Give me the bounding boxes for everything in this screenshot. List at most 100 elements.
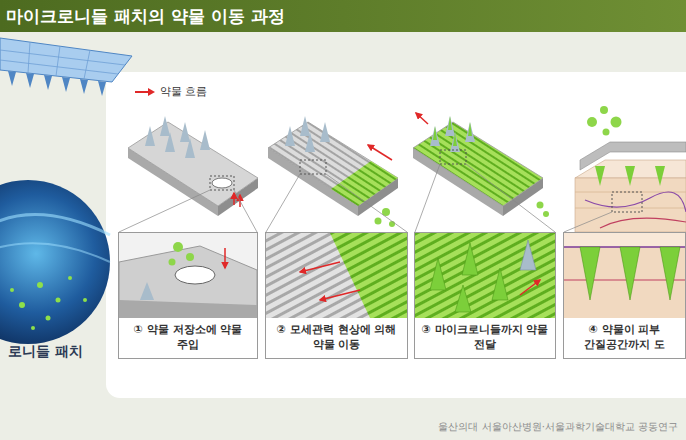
slab-step-2-part [375,218,382,225]
skin-step-4-part [603,129,610,136]
slab-step-3-part [445,116,455,136]
zoom-step-1 [119,233,257,318]
zoom-step-1-part [140,282,154,300]
slab-step-1-part [145,126,155,146]
step-box: ④ 약물이 피부 간질공간까지 도 [563,232,686,359]
slab-step-2-part [331,161,398,206]
step-box: ② 모세관력 현상에 의해 약물 이동 [265,232,408,359]
patch-illustration-part [56,46,60,76]
zoom-step-4-part [660,247,680,300]
zoom-step-2-part [330,233,407,318]
patch-illustration-part [26,73,34,88]
slab-step-2-part [389,221,395,227]
slab-step-2-part [300,116,310,136]
slab-step-3-part [450,132,460,152]
slab-step-2 [266,116,407,232]
zoom-step-2-part [320,290,360,300]
legend-text: 약물 흐름 [160,84,208,99]
slab-step-2-part [285,126,295,146]
slab-step-1-part [119,190,210,232]
slab-step-3-part [466,164,555,232]
skin-step-4-part [575,208,686,209]
skin-step-4-part [587,117,597,127]
skin-step-4-part [600,106,608,114]
slab-step-1-part [212,178,232,188]
slab-step-3-part [413,122,543,206]
zoom-step-3-part [520,280,540,295]
art-part-part [0,215,110,235]
legend-item: 약물 흐름 [134,84,208,99]
zoom-step-1-part [119,300,257,318]
slab-step-3-part [543,211,549,217]
skin-step-4-part [564,212,612,232]
skin-step-4-part [580,142,686,170]
slab-step-1-part [210,176,234,190]
figure-label: 로니들 패치 [8,343,83,361]
art-part [0,180,110,344]
zoom-step-4-part [580,247,600,300]
patch-illustration-part [28,42,30,73]
zoom-step-1-part [119,233,257,318]
zoom-step-3 [415,233,555,318]
zoom-step-3-part [430,258,446,290]
step-caption: ③ 마이크로니들까지 약물 전달 [415,319,555,358]
art-part-part [19,302,25,308]
legend-arrow [134,87,156,97]
slab-step-2-part [305,132,315,152]
skin-step-4-part [612,192,642,212]
slab-step-3-part [537,202,544,209]
slab-step-1-part [200,130,210,150]
patch-illustration-part [98,81,106,96]
background-part [0,0,686,32]
patch-illustration-part [0,60,118,74]
slab-step-3-part [468,122,472,136]
slab-step-3-part [448,116,452,130]
zoom-step-1-part [119,246,257,318]
legend-arrow-head [148,88,155,96]
slab-step-1 [119,116,258,232]
art-part-part [10,288,14,292]
slab-step-1-part [160,116,170,136]
zoom-step-2-part [300,262,340,272]
patch-illustration-part [0,38,132,82]
patch-illustration [0,38,132,344]
art-part-part [0,180,110,344]
step-caption: ① 약물 저장소에 약물 주입 [119,319,257,358]
skin-step-4-part [625,166,635,186]
zoom-step-2-part [266,233,407,318]
slab-step-2-part [300,160,326,174]
patch-illustration-part [44,75,52,90]
title-text: 마이크로니들 패치의 약물 이동 과정 [6,0,285,32]
art-part-part [31,326,35,330]
slab-step-2-part [266,174,300,232]
zoom-step-1-part [169,259,176,266]
skin-step-4-part [600,218,686,228]
step-box: ① 약물 저장소에 약물 주입 [118,232,258,359]
art-part-part [56,298,61,303]
slab-step-3-part [433,126,437,140]
slab-step-3-part [465,122,475,142]
slab-step-3-part [415,164,440,232]
zoom-step-1-part [175,266,215,284]
step-box: ③ 마이크로니들까지 약물 전달 [414,232,556,359]
zoom-step-2 [266,233,407,318]
patch-illustration-part [8,71,16,86]
zoom-step-3-part [455,285,471,312]
slab-step-1-part [234,190,257,232]
step-caption: ④ 약물이 피부 간질공간까지 도 [564,319,685,358]
slab-step-2-part [320,122,330,142]
skin-step-4-part [595,166,605,186]
slab-step-1-part [128,122,258,206]
zoom-step-4-part [564,233,686,247]
patch-illustration-part [80,79,88,94]
art-part-part [83,298,87,302]
skin-step-4-part [655,166,665,186]
skin-step-4 [564,106,686,232]
slab-step-1-part [165,132,175,152]
slab-step-2-part [326,174,407,232]
skin-step-4-part [585,192,686,212]
